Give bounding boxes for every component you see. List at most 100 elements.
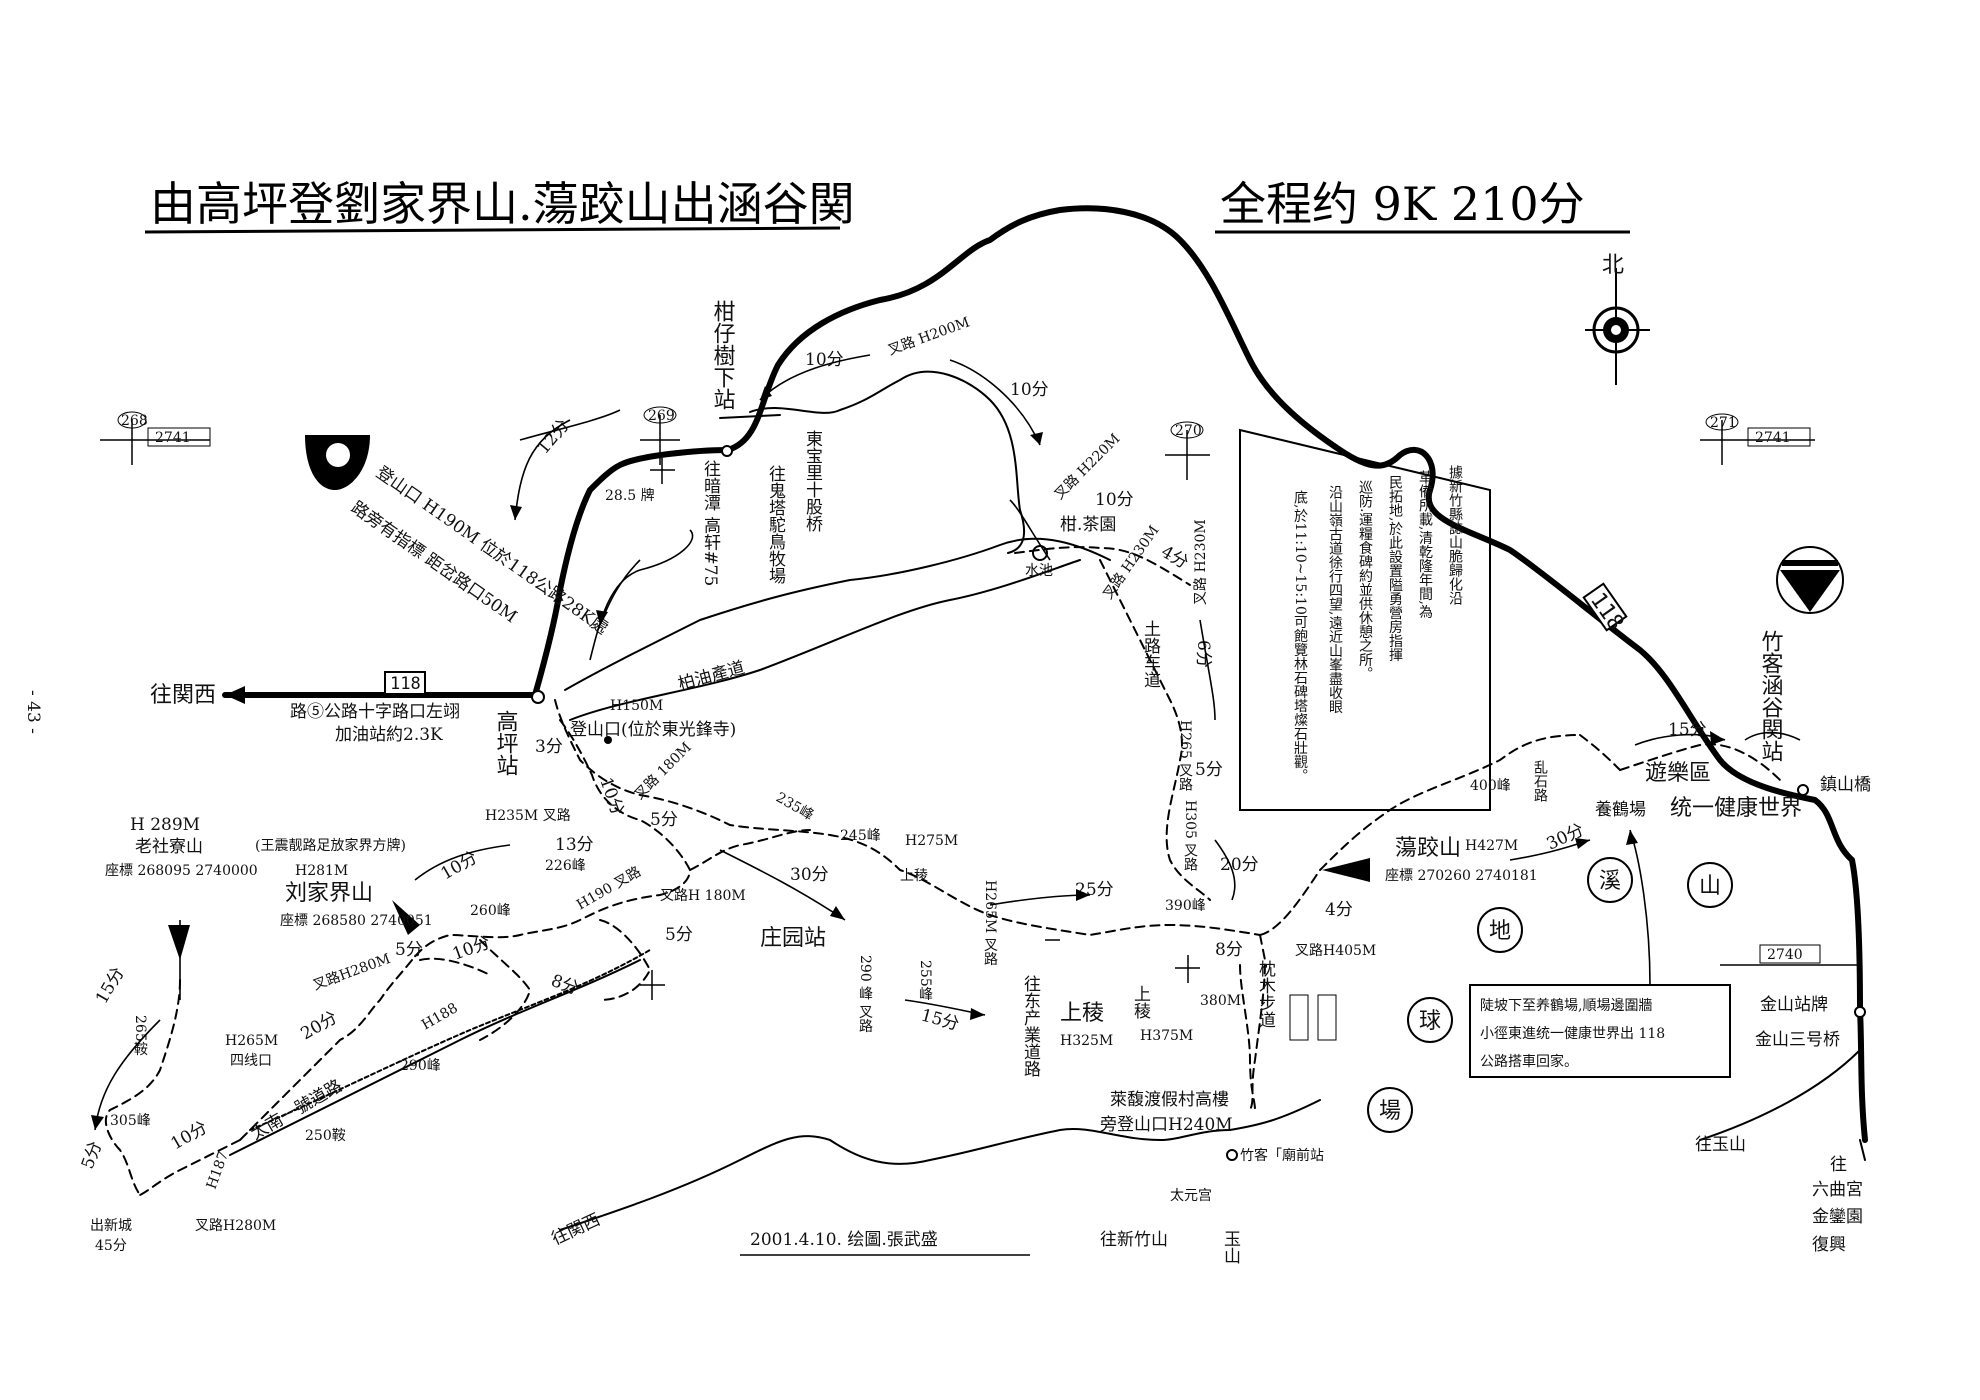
peak-liujiajie: 刘家界山	[285, 881, 373, 906]
trailhead-sign-icon	[305, 435, 370, 490]
elev-h325: H325M	[1060, 1033, 1113, 1049]
peak-dangjiao-icon	[1322, 858, 1370, 882]
north-arrow-icon: 北	[1585, 253, 1650, 385]
svg-text:13分: 13分	[555, 835, 594, 855]
direction-arrows	[91, 354, 1801, 1131]
svg-text:6分: 6分	[1193, 640, 1213, 668]
peak-liujiajie-icon	[392, 900, 420, 935]
station-ganzishu: 柑仔樹下站	[710, 300, 736, 410]
dest-liuqu: 六曲宮	[1812, 1180, 1863, 1200]
svg-text:底,於11:10~15:10可飽覽林石碑塔燦石壯觀。: 底,於11:10~15:10可飽覽林石碑塔燦石壯觀。	[1292, 490, 1308, 783]
label-laifu-resort: 萊馥渡假村高樓	[1110, 1090, 1229, 1110]
station-hanguguan: 竹客涵谷関站	[1758, 630, 1784, 762]
label-dongbao: 東宝里十股桥	[802, 430, 823, 532]
svg-text:30分: 30分	[790, 865, 829, 885]
north-label: 北	[1602, 253, 1624, 278]
peak-255: 255峰	[917, 960, 933, 1001]
junction-markers	[640, 458, 1200, 1000]
svg-text:5分: 5分	[395, 940, 423, 960]
distance-time-summary: 全程约 9K 210分	[1220, 177, 1585, 231]
marker-28-5: 28.5 牌	[605, 487, 655, 504]
peak-226: 226峰	[545, 858, 586, 874]
to-xinzhu-mountain: 往新竹山	[1100, 1230, 1168, 1250]
svg-text:革備所載,清乾隆年間,為: 革備所載,清乾隆年間,為	[1417, 470, 1433, 619]
peak-245: 245峰	[840, 828, 881, 844]
svg-text:據新竹縣誌山脆歸化沿: 據新竹縣誌山脆歸化沿	[1447, 465, 1463, 605]
grid-marker-271: 271 2741	[1700, 413, 1815, 465]
peak-dangjiao-elev: H427M	[1465, 838, 1518, 854]
west-ridge-trail	[411, 719, 692, 961]
elev-h281: H281M	[295, 863, 348, 879]
label-rocky-road: 乱石路	[1532, 760, 1548, 802]
svg-text:3分: 3分	[535, 737, 563, 757]
svg-text:山: 山	[1699, 874, 1721, 899]
junction-h200: 叉路 H200M	[886, 314, 972, 358]
peak-liujiajie-coord: 座標 268580 2740051	[280, 913, 433, 929]
svg-text:5分: 5分	[665, 925, 693, 945]
peak-260: 260峰	[470, 903, 511, 919]
label-tea-garden: 柑.茶園	[1060, 515, 1116, 535]
label-recreation-area: 遊樂區	[1645, 761, 1711, 786]
descent-note-box: 陡坡下至养鶴場,順場邊圍牆 小徑東進统一健康世界出 118 公路搭車回家。	[1469, 984, 1731, 1078]
peak-400: 400峰	[1470, 778, 1511, 794]
peak-laoshe-coord: 座標 268095 2740000	[105, 863, 258, 879]
svg-text:民拓地,於此設置隘勇營房指揮: 民拓地,於此設置隘勇營房指揮	[1387, 475, 1403, 662]
label-pond: 水池	[1025, 563, 1053, 579]
peak-290b: 290峰	[400, 1058, 441, 1074]
svg-text:10分: 10分	[450, 933, 493, 965]
grid-marker-270: 270	[1165, 421, 1210, 480]
svg-text:5分: 5分	[1195, 760, 1223, 780]
svg-text:10分: 10分	[1095, 490, 1134, 510]
dest-to: 往	[1830, 1155, 1847, 1175]
peak-305: 305峰	[110, 1113, 151, 1129]
page-number: - 43 -	[23, 690, 43, 734]
ridge-trail-main	[554, 699, 1261, 937]
svg-text:4分: 4分	[1325, 900, 1353, 920]
label-wanggui: 往鬼塔駝鳥牧場	[765, 465, 786, 585]
station-gaoping: 高坪站	[493, 710, 519, 776]
svg-text:270: 270	[1175, 423, 1202, 439]
svg-text:20分: 20分	[1220, 855, 1259, 875]
station-zhuke: 竹客「廟前站	[1240, 1147, 1324, 1164]
label-duanli: 往暗潭 高轩#75	[700, 460, 721, 586]
junction-h180: 叉路 180M	[632, 740, 695, 803]
junction-h280b: 叉路H280M	[195, 1218, 276, 1234]
svg-text:地: 地	[1489, 919, 1511, 944]
junction-h265: H265 叉路	[1177, 720, 1193, 792]
peak-290: 290 峰 叉路	[857, 955, 873, 1033]
label-yushan: 玉山	[1220, 1230, 1241, 1264]
svg-text:沿山嶺古道徐行四望,遠近山峯盡收眼: 沿山嶺古道徐行四望,遠近山峯盡收眼	[1327, 485, 1343, 714]
label-dirt-road: 土路车道	[1140, 620, 1161, 688]
svg-text:15分: 15分	[1668, 720, 1707, 740]
label-gas-station: 加油站約2.3K	[335, 725, 443, 745]
grid-marker-2740: 2740	[1720, 944, 1860, 966]
junction-h405: 叉路H405M	[1295, 943, 1376, 959]
lower-road-east	[1229, 1099, 1321, 1131]
label-wangzhi: (王震靓路足放家界方牌)	[255, 837, 406, 854]
svg-text:溪: 溪	[1599, 869, 1621, 894]
history-note-box	[1239, 428, 1491, 811]
elev-h380: 380M	[1200, 993, 1241, 1009]
svg-text:10分: 10分	[595, 775, 627, 818]
svg-text:陡坡下至养鶴場,順場邊圍牆: 陡坡下至养鶴場,順場邊圍牆	[1480, 997, 1652, 1014]
junction-h230b: 叉路 H230M	[1193, 519, 1209, 605]
to-yushan: 往玉山	[1695, 1135, 1746, 1155]
peak-dangjiao: 蕩跤山	[1395, 836, 1461, 861]
peak-dangjiao-coord: 座標 270260 2740181	[1385, 868, 1538, 884]
junction-h265c: H265M 叉路	[982, 880, 998, 966]
svg-text:2741: 2741	[1755, 430, 1791, 446]
svg-text:268: 268	[121, 413, 148, 429]
svg-text:269: 269	[648, 408, 675, 424]
label-upper-ridge-2: 上稜	[1130, 985, 1151, 1019]
junction-h305: H305 叉路	[1182, 800, 1198, 872]
trail-sign-icon	[1289, 994, 1337, 1041]
peak-390: 390峰	[1165, 898, 1206, 914]
lower-road	[559, 1128, 1231, 1231]
dest-fuxing: 復興	[1812, 1235, 1846, 1255]
to-guanxi-west: 往関西	[150, 683, 216, 708]
svg-text:10分: 10分	[168, 1118, 211, 1155]
station-jinshan: 金山站牌	[1760, 995, 1828, 1015]
station-zhuangyuan: 庄园站	[760, 926, 826, 951]
svg-text:12分: 12分	[534, 416, 574, 458]
